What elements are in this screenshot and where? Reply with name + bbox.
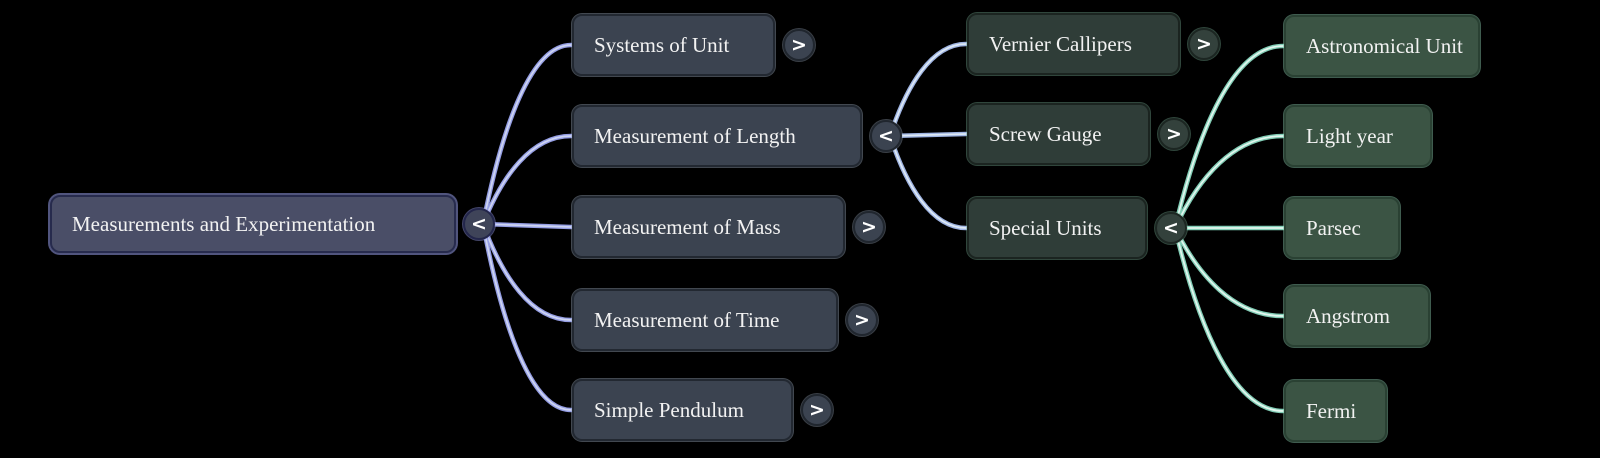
node-screw-gauge[interactable]: Screw Gauge [967, 103, 1150, 165]
node-light-year[interactable]: Light year [1284, 105, 1432, 167]
node-parsec[interactable]: Parsec [1284, 197, 1400, 259]
edge-measurements-and-experimentation-to-systems-of-unit-core [482, 44, 572, 225]
edge-measurements-and-experimentation-to-measurement-of-length [480, 133, 574, 227]
node-label: Screw Gauge [989, 121, 1102, 146]
node-astronomical-unit[interactable]: Astronomical Unit [1284, 15, 1480, 77]
expand-icon: > [791, 33, 807, 56]
expand-icon: > [861, 215, 877, 238]
node-angstrom[interactable]: Angstrom [1284, 285, 1430, 347]
edge-measurements-and-experimentation-to-measurement-of-length-core [482, 135, 572, 225]
collapse-icon: < [471, 212, 487, 235]
edge-special-units-to-light-year [1172, 133, 1286, 231]
toggle-measurement-of-time-button[interactable]: > [846, 304, 878, 336]
node-label: Measurement of Time [594, 307, 780, 332]
edge-measurement-of-length-to-vernier-callipers [887, 41, 969, 139]
node-label: Astronomical Unit [1306, 33, 1463, 58]
toggle-simple-pendulum-button[interactable]: > [801, 394, 833, 426]
expand-icon: > [1166, 122, 1182, 145]
node-measurements-and-experimentation[interactable]: Measurements and Experimentation [50, 195, 456, 253]
node-fermi[interactable]: Fermi [1284, 380, 1387, 442]
toggle-vernier-callipers-button[interactable]: > [1188, 28, 1220, 60]
edge-measurement-of-length-to-screw-gauge-core [889, 133, 967, 137]
edge-measurement-of-length-to-special-units-core [889, 135, 967, 229]
edge-special-units-to-angstrom-core [1174, 227, 1284, 317]
edge-special-units-to-angstrom [1172, 225, 1286, 319]
node-label: Vernier Callipers [989, 31, 1132, 56]
node-label: Light year [1306, 123, 1393, 148]
expand-icon: > [809, 398, 825, 421]
node-label: Special Units [989, 215, 1102, 240]
collapse-icon: < [878, 124, 894, 147]
node-label: Fermi [1306, 398, 1357, 423]
node-label: Systems of Unit [594, 32, 730, 57]
edge-special-units-to-fermi-core [1174, 227, 1284, 412]
node-simple-pendulum[interactable]: Simple Pendulum [572, 379, 793, 441]
node-label: Measurements and Experimentation [72, 211, 376, 236]
edge-measurement-of-length-to-vernier-callipers-core [889, 43, 967, 137]
edge-measurement-of-length-to-special-units [887, 133, 969, 231]
node-systems-of-unit[interactable]: Systems of Unit [572, 14, 775, 76]
toggle-measurement-of-length-button[interactable]: < [870, 120, 902, 152]
collapse-icon: < [1163, 216, 1179, 239]
node-special-units[interactable]: Special Units [967, 197, 1147, 259]
node-label: Angstrom [1306, 303, 1390, 328]
toggle-measurements-and-experimentation-button[interactable]: < [463, 208, 495, 240]
expand-icon: > [1196, 32, 1212, 55]
edge-measurements-and-experimentation-to-measurement-of-time [480, 221, 574, 323]
node-measurement-of-length[interactable]: Measurement of Length [572, 105, 862, 167]
edge-measurements-and-experimentation-to-measurement-of-mass-core [482, 223, 572, 228]
node-label: Parsec [1306, 215, 1361, 240]
node-vernier-callipers[interactable]: Vernier Callipers [967, 13, 1180, 75]
toggle-measurement-of-mass-button[interactable]: > [853, 211, 885, 243]
edge-measurements-and-experimentation-to-simple-pendulum-core [482, 223, 572, 411]
node-label: Measurement of Mass [594, 214, 781, 239]
node-measurement-of-mass[interactable]: Measurement of Mass [572, 196, 845, 258]
edge-special-units-to-astronomical-unit-core [1174, 45, 1284, 229]
toggle-systems-of-unit-button[interactable]: > [783, 29, 815, 61]
toggle-special-units-button[interactable]: < [1155, 212, 1187, 244]
node-measurement-of-time[interactable]: Measurement of Time [572, 289, 838, 351]
expand-icon: > [854, 308, 870, 331]
node-label: Simple Pendulum [594, 397, 744, 422]
edge-special-units-to-light-year-core [1174, 135, 1284, 229]
node-label: Measurement of Length [594, 123, 796, 148]
toggle-screw-gauge-button[interactable]: > [1158, 118, 1190, 150]
edge-measurements-and-experimentation-to-measurement-of-time-core [482, 223, 572, 321]
